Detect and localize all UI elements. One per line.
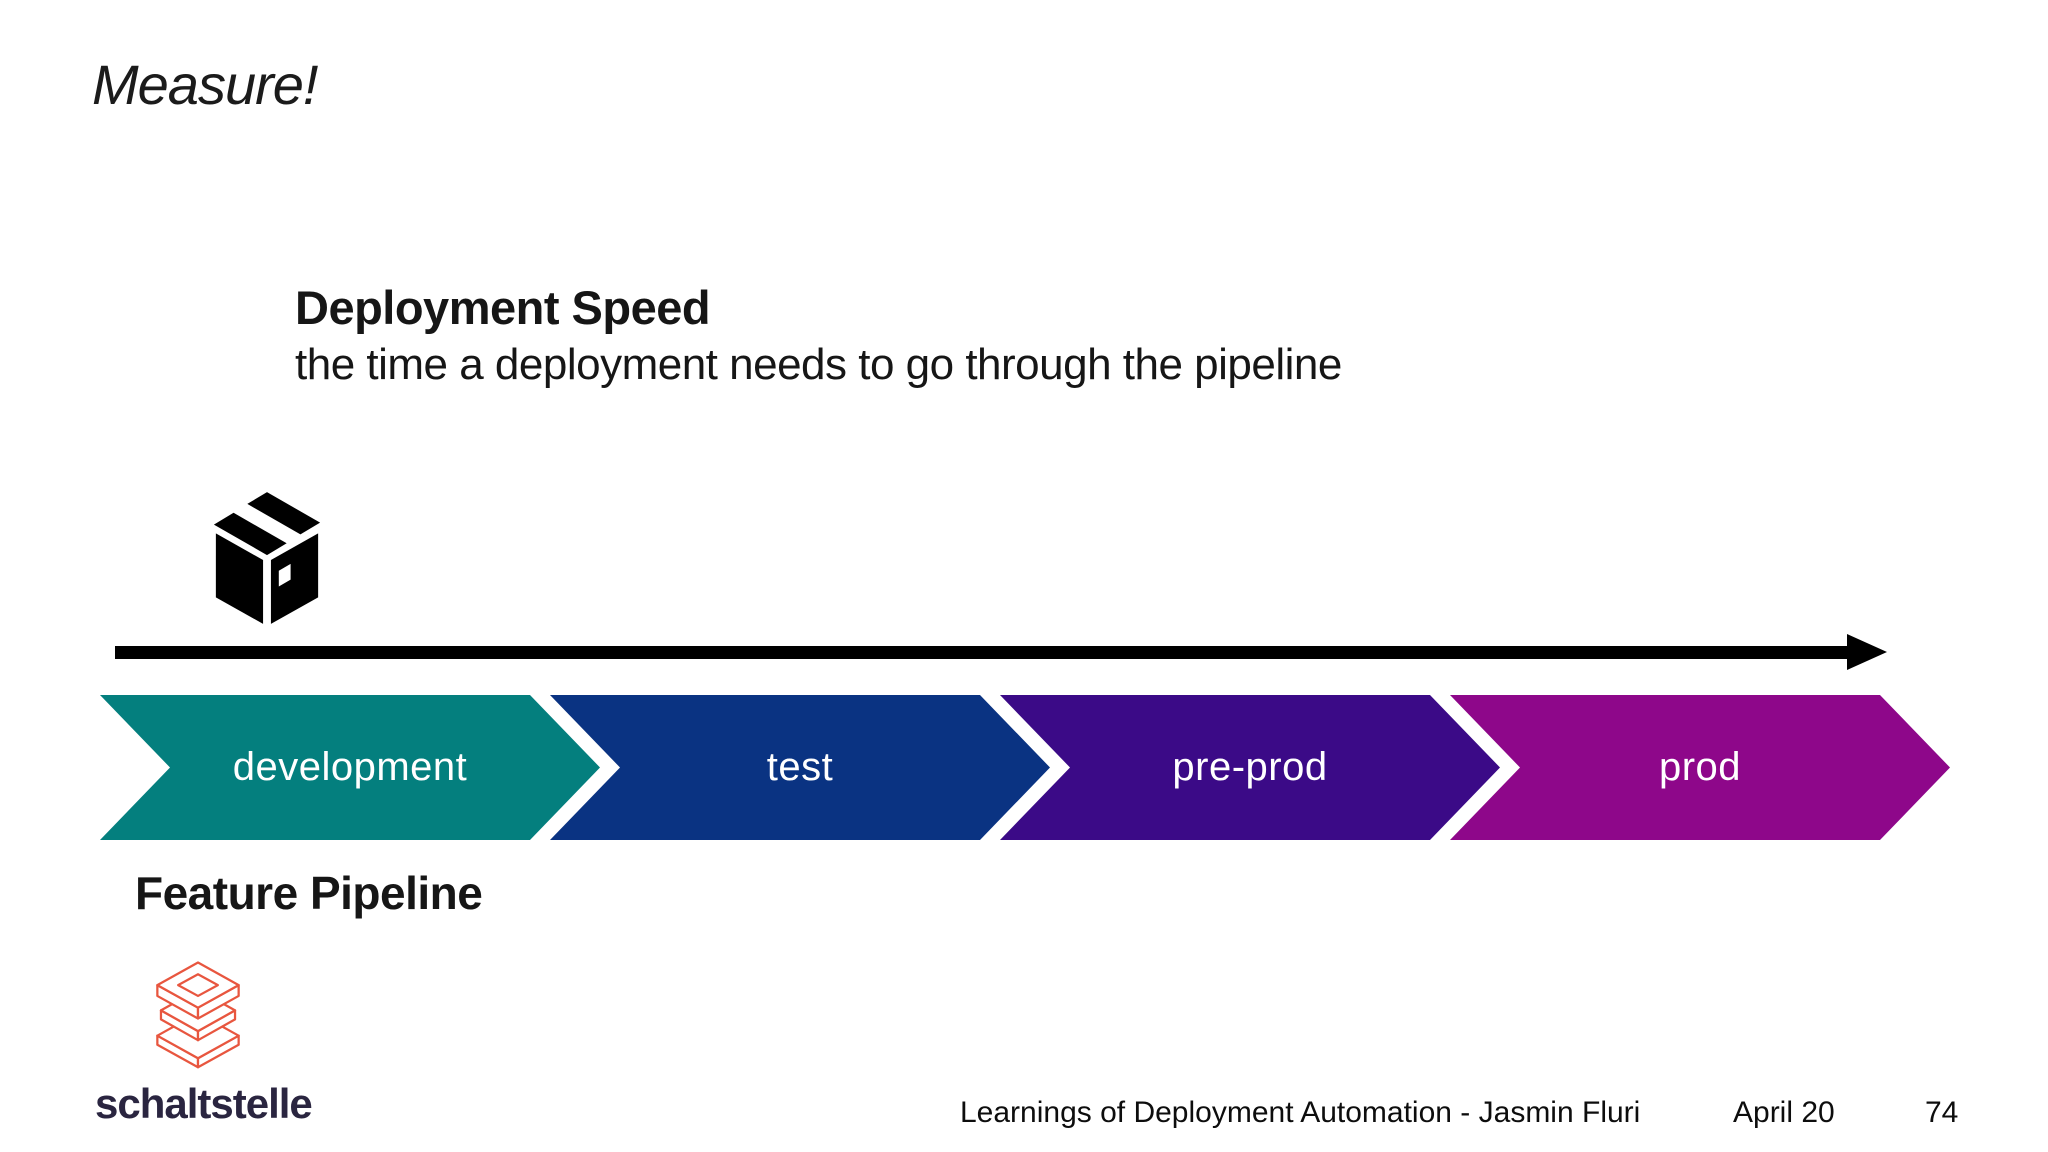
deployment-speed-subheading: the time a deployment needs to go throug… [295, 340, 1342, 389]
stage-pre-prod-label: pre-prod [1172, 745, 1328, 789]
stage-development-label: development [232, 745, 468, 789]
footer-page-number: 74 [1925, 1096, 1959, 1129]
stage-prod-label: prod [1658, 745, 1742, 789]
stage-prod: prod [1450, 695, 1950, 840]
timeline-arrow-head [1847, 634, 1887, 670]
deployment-speed-heading: Deployment Speed [295, 281, 711, 334]
footer-title: Learnings of Deployment Automation - Jas… [960, 1096, 1641, 1129]
feature-pipeline-label: Feature Pipeline [135, 867, 483, 919]
footer-date: April 20 [1733, 1096, 1835, 1129]
stage-pre-prod: pre-prod [1000, 695, 1500, 840]
stage-test-label: test [766, 745, 834, 789]
schaltstelle-logo-icon [156, 961, 240, 1069]
timeline-arrow-line [115, 646, 1853, 659]
stage-development: development [100, 695, 600, 840]
package-icon [213, 492, 321, 624]
slide-title: Measure! [92, 53, 318, 116]
schaltstelle-wordmark: schaltstelle [95, 1080, 313, 1127]
stage-test: test [550, 695, 1050, 840]
